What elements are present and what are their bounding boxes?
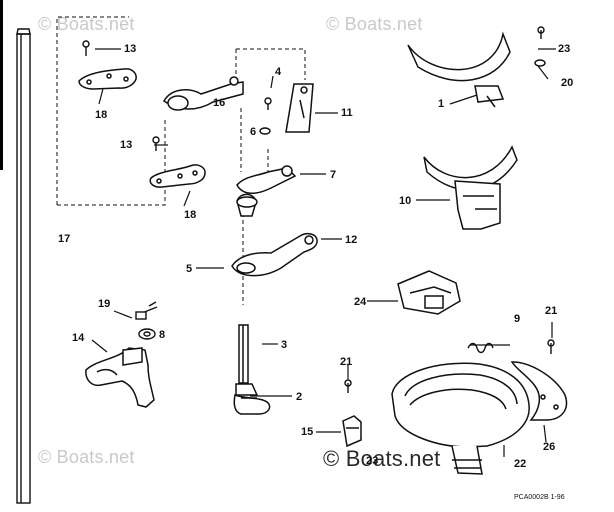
part-label-8: 8 xyxy=(159,329,166,341)
part-12-crank-arm xyxy=(231,232,318,277)
part-label-6: 6 xyxy=(250,126,257,138)
part-label-2: 2 xyxy=(296,391,303,403)
part-14-housing xyxy=(85,347,155,408)
part-9-spring xyxy=(467,342,494,354)
part-label-15: 15 xyxy=(301,426,314,438)
part-label-9: 9 xyxy=(514,313,521,325)
rod-part-17 xyxy=(16,28,31,504)
part-18-lower-plate xyxy=(149,164,206,188)
part-label-23-lower: 23 xyxy=(366,455,379,467)
part-label-14: 14 xyxy=(72,332,85,344)
part-label-13-lower: 13 xyxy=(120,139,133,151)
part-label-19: 19 xyxy=(98,298,111,310)
part-10-bracket xyxy=(423,145,518,230)
part-label-16: 16 xyxy=(213,97,226,109)
fastener-parts xyxy=(82,26,555,393)
left-edge-mark xyxy=(0,0,3,170)
diagram-code: PCA0002B 1-96 xyxy=(514,494,565,501)
part-7-crank xyxy=(236,165,297,217)
part-label-20: 20 xyxy=(561,77,574,89)
part-label-10: 10 xyxy=(399,195,412,207)
part-24-actuator xyxy=(397,270,461,315)
part-label-3: 3 xyxy=(281,339,288,351)
watermark-top-left: © Boats.net xyxy=(38,14,135,34)
part-label-18-lower: 18 xyxy=(184,209,197,221)
part-11-lever xyxy=(285,83,314,133)
watermark-bottom-center: © Boats.net xyxy=(323,446,441,471)
part-1-bracket xyxy=(407,31,511,108)
part-16-link-arm xyxy=(163,76,244,111)
watermark-top-right: © Boats.net xyxy=(326,14,423,34)
part-label-18-upper: 18 xyxy=(95,109,108,121)
part-label-17: 17 xyxy=(58,233,71,245)
part-15-clamp xyxy=(342,415,362,448)
part-label-21-right: 21 xyxy=(545,305,558,317)
part-label-1: 1 xyxy=(438,98,445,110)
part-label-24: 24 xyxy=(354,296,367,308)
part-26-bracket xyxy=(510,361,568,421)
part-18-upper-plate xyxy=(78,68,137,90)
dashed-connection-lines xyxy=(56,16,306,305)
part-label-12: 12 xyxy=(345,234,358,246)
part-label-21-center: 21 xyxy=(340,356,353,368)
part-label-26: 26 xyxy=(543,441,556,453)
part-label-11: 11 xyxy=(341,107,353,119)
watermark-bottom-left: © Boats.net xyxy=(38,447,135,467)
part-label-13-upper: 13 xyxy=(124,43,137,55)
part-19-screw xyxy=(135,301,158,320)
part-label-4: 4 xyxy=(275,66,282,78)
part-label-23-upper: 23 xyxy=(558,43,571,55)
part-label-5: 5 xyxy=(186,263,193,275)
part-2-foot xyxy=(233,393,271,415)
part-8-washer xyxy=(138,328,156,340)
part-22-assembly xyxy=(391,362,530,475)
part-3-shaft xyxy=(235,324,259,396)
part-label-7: 7 xyxy=(330,169,337,181)
part-label-22: 22 xyxy=(514,458,527,470)
